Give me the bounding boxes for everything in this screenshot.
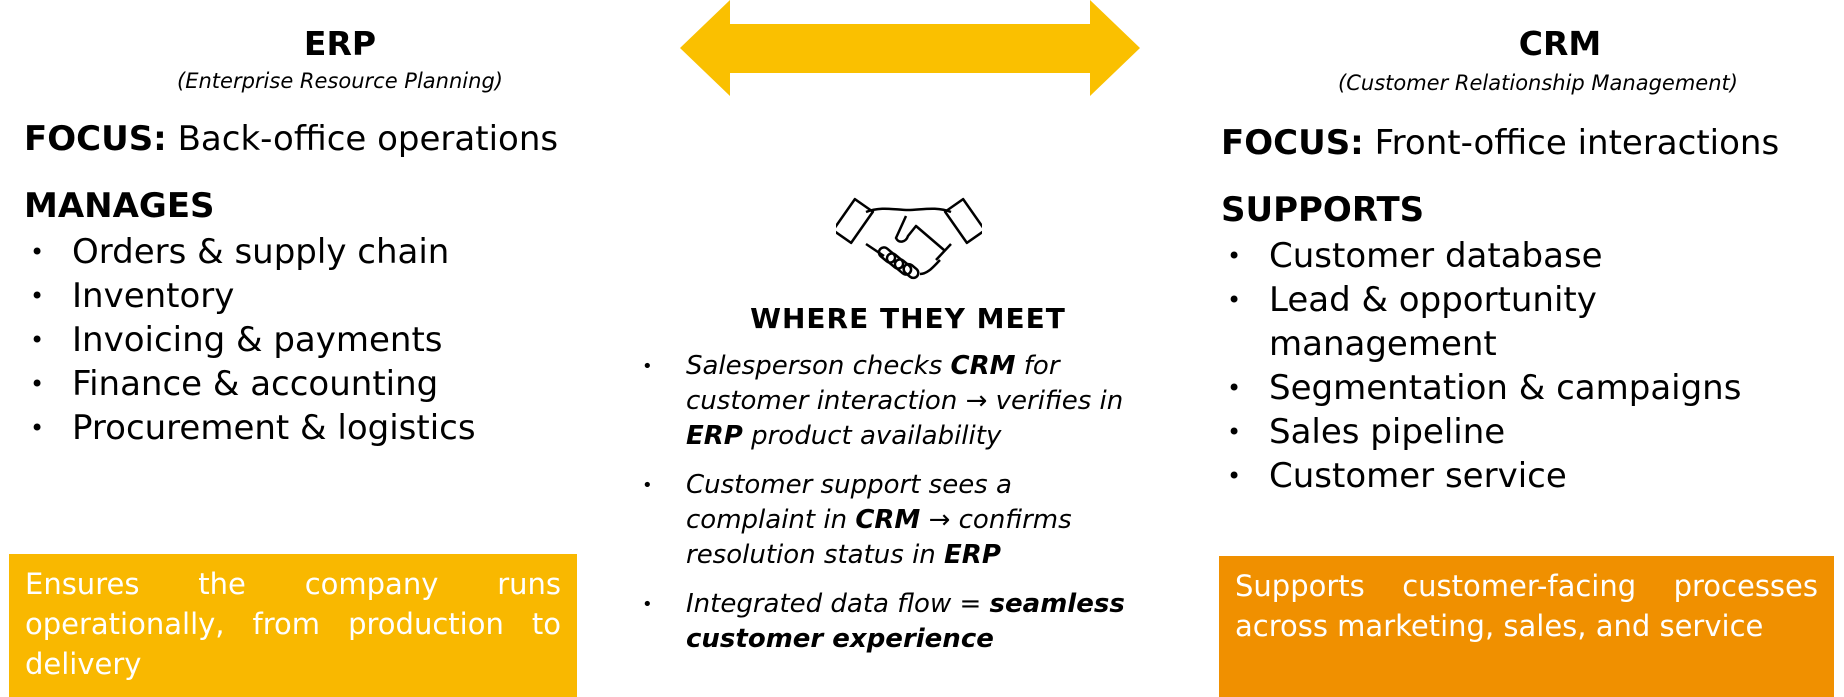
list-item: Segmentation & campaigns — [1221, 366, 1821, 410]
text: Integrated data flow = — [686, 589, 990, 619]
erp-focus-label: FOCUS: — [24, 119, 167, 159]
erp-subtitle: (Enterprise Resource Planning) — [177, 69, 503, 93]
crm-subtitle: (Customer Relationship Management) — [1338, 71, 1738, 95]
text-bold: seamless customer experience — [686, 589, 1125, 654]
double-arrow-icon — [680, 0, 1140, 96]
list-item: Procurement & logistics — [24, 406, 476, 450]
crm-section-heading: SUPPORTS — [1221, 190, 1425, 230]
text-bold: ERP — [686, 421, 743, 451]
crm-focus-label: FOCUS: — [1221, 123, 1364, 163]
where-they-meet-heading: WHERE THEY MEET — [750, 302, 1066, 335]
list-item: Lead & opportunity management — [1221, 278, 1629, 366]
list-item: Salesperson checks CRM for customer inte… — [642, 349, 1142, 454]
crm-focus-text: Front-office interactions — [1374, 123, 1780, 163]
text: Customer support sees a complaint in — [686, 470, 1012, 535]
list-item: Invoicing & payments — [24, 318, 476, 362]
text-bold: ERP — [944, 540, 1001, 570]
erp-section-heading: MANAGES — [24, 186, 215, 226]
text: Salesperson checks — [686, 351, 951, 381]
text: → confirms resolution status in — [686, 505, 1072, 570]
text-bold: CRM — [950, 351, 1016, 381]
list-item: Inventory — [24, 274, 476, 318]
list-item: Customer database — [1221, 234, 1821, 278]
list-item: Integrated data flow = seamless customer… — [642, 587, 1142, 657]
text: for customer interaction → verifies in — [686, 351, 1124, 416]
erp-summary-box: Ensures the company runs operationally, … — [9, 554, 577, 697]
list-item: Customer service — [1221, 454, 1821, 498]
crm-focus: FOCUS: Front-office interactions — [1221, 123, 1779, 163]
erp-list: Orders & supply chain Inventory Invoicin… — [24, 230, 476, 450]
list-item: Orders & supply chain — [24, 230, 476, 274]
crm-list: Customer database Lead & opportunity man… — [1221, 234, 1821, 498]
list-item: Customer support sees a complaint in CRM… — [642, 468, 1142, 573]
handshake-icon — [836, 197, 982, 280]
crm-summary-box: Supports customer-facing processes acros… — [1219, 556, 1834, 697]
text-bold: CRM — [855, 505, 921, 535]
crm-title: CRM — [1518, 24, 1602, 63]
meet-list: Salesperson checks CRM for customer inte… — [642, 349, 1142, 671]
erp-title: ERP — [303, 24, 377, 63]
list-item: Sales pipeline — [1221, 410, 1821, 454]
erp-focus: FOCUS: Back-office operations — [24, 119, 558, 159]
list-item: Finance & accounting — [24, 362, 476, 406]
erp-focus-text: Back-office operations — [177, 119, 559, 159]
text: product availability — [742, 421, 1002, 451]
